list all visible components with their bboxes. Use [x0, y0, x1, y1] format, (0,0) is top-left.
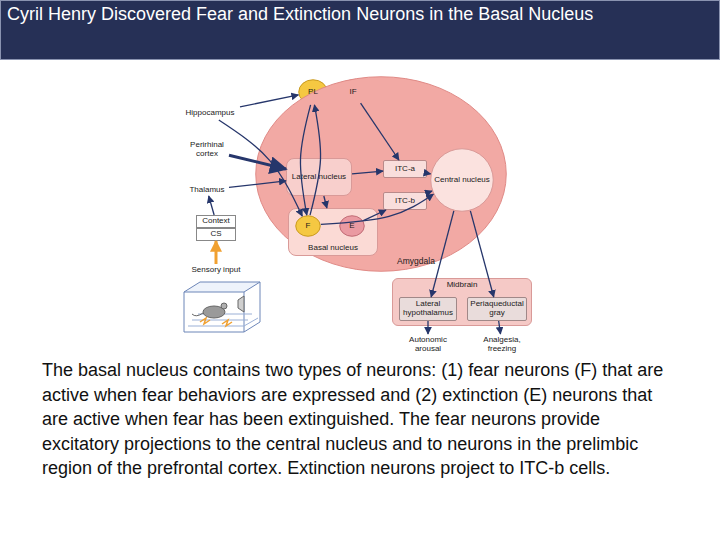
- node-label: CS: [210, 230, 221, 239]
- connector-arrow: [427, 321, 428, 334]
- connector-arrow: [427, 173, 431, 175]
- connector-arrow: [352, 171, 383, 174]
- connector-arrow: [499, 321, 501, 334]
- region-label: Perirhinal cortex: [185, 139, 229, 161]
- connector-arrow: [324, 196, 327, 208]
- stimulus-box: CS: [196, 228, 236, 241]
- nucleus-box: Lateral nucleus: [286, 158, 352, 196]
- connector-arrow: [470, 211, 493, 297]
- nucleus-box: Basal nucleus F E: [288, 208, 378, 256]
- title-text: Cyril Henry Discovered Fear and Extincti…: [7, 4, 713, 25]
- connector-arrow: [209, 196, 214, 215]
- output-label: Analgesia, freezing: [474, 334, 530, 356]
- connector-arrow: [321, 194, 433, 224]
- title-bar: Cyril Henry Discovered Fear and Extincti…: [0, 0, 720, 60]
- input-label: Sensory input: [184, 264, 248, 276]
- connector-arrow: [363, 210, 386, 221]
- caption-text-box: The basal nucleus contains two types of …: [42, 358, 682, 481]
- connector-arrow: [229, 155, 286, 169]
- node-label: Periaqueductal gray: [468, 300, 526, 318]
- node-label: ITC-a: [395, 165, 415, 174]
- region-label: Hippocampus: [180, 106, 240, 120]
- node-label: Basal nucleus: [308, 244, 358, 253]
- node-label: ITC-b: [395, 197, 415, 206]
- node-label: IF: [349, 88, 356, 97]
- midbrain-region-box: Periaqueductal gray: [467, 297, 527, 321]
- connector-arrow: [310, 105, 321, 215]
- connector-arrow: [229, 181, 286, 188]
- amygdala-region: Amygdala Lateral nucleus ITC-aITC-b Central…: [255, 76, 507, 272]
- node-shape: [431, 149, 494, 212]
- node-label: Thalamus: [189, 186, 224, 195]
- node-label: Midbrain: [447, 281, 478, 290]
- node-label: Context: [202, 217, 230, 226]
- itc-box: ITC-a: [383, 160, 427, 178]
- node-label: Lateral hypothalamus: [400, 300, 456, 318]
- node-label: Central nucleus: [434, 176, 490, 185]
- caption-text: The basal nucleus contains two types of …: [42, 358, 682, 481]
- node-label: Perirhinal cortex: [185, 141, 229, 159]
- node-label: E: [349, 222, 354, 231]
- mouse-tail: [192, 313, 203, 316]
- node-label: Analgesia, freezing: [474, 336, 530, 354]
- speaker: [238, 296, 244, 312]
- node-label: F: [306, 222, 311, 231]
- neuron-circle: F: [295, 215, 321, 237]
- connector-arrow: [431, 211, 454, 297]
- node-label: PL: [308, 88, 318, 97]
- node-label: Hippocampus: [186, 109, 235, 118]
- connector-arrow: [427, 191, 432, 193]
- node-label: Autonomic arousal: [400, 336, 456, 354]
- node-label: Sensory input: [192, 266, 241, 275]
- node-label: Amygdala: [397, 257, 435, 266]
- midbrain-region-box: Lateral hypothalamus: [399, 297, 457, 321]
- shock-symbol: [222, 320, 232, 326]
- region-label: Thalamus: [185, 184, 229, 196]
- connector-arrow: [240, 95, 298, 107]
- chamber-top: [184, 282, 260, 292]
- shock-symbol: [200, 318, 210, 324]
- midbrain-box: MidbrainLateral hypothalamus Periaqueduct…: [392, 278, 532, 326]
- stimulus-box: Context: [196, 215, 236, 228]
- node-label: Lateral nucleus: [292, 173, 346, 182]
- connector-arrow: [300, 105, 310, 215]
- node-shape: [256, 77, 507, 272]
- itc-box: ITC-b: [383, 192, 427, 210]
- connector-arrow: [219, 120, 302, 216]
- neuron-circle: E: [339, 215, 365, 237]
- node-shape: [296, 216, 321, 237]
- node-shape: [340, 216, 365, 237]
- connector-arrow: [361, 103, 399, 160]
- mouse-ear: [221, 303, 227, 309]
- connector-arrow: [215, 241, 218, 264]
- central-nucleus-circle: Central nucleus: [430, 148, 494, 212]
- output-label: Autonomic arousal: [400, 334, 456, 356]
